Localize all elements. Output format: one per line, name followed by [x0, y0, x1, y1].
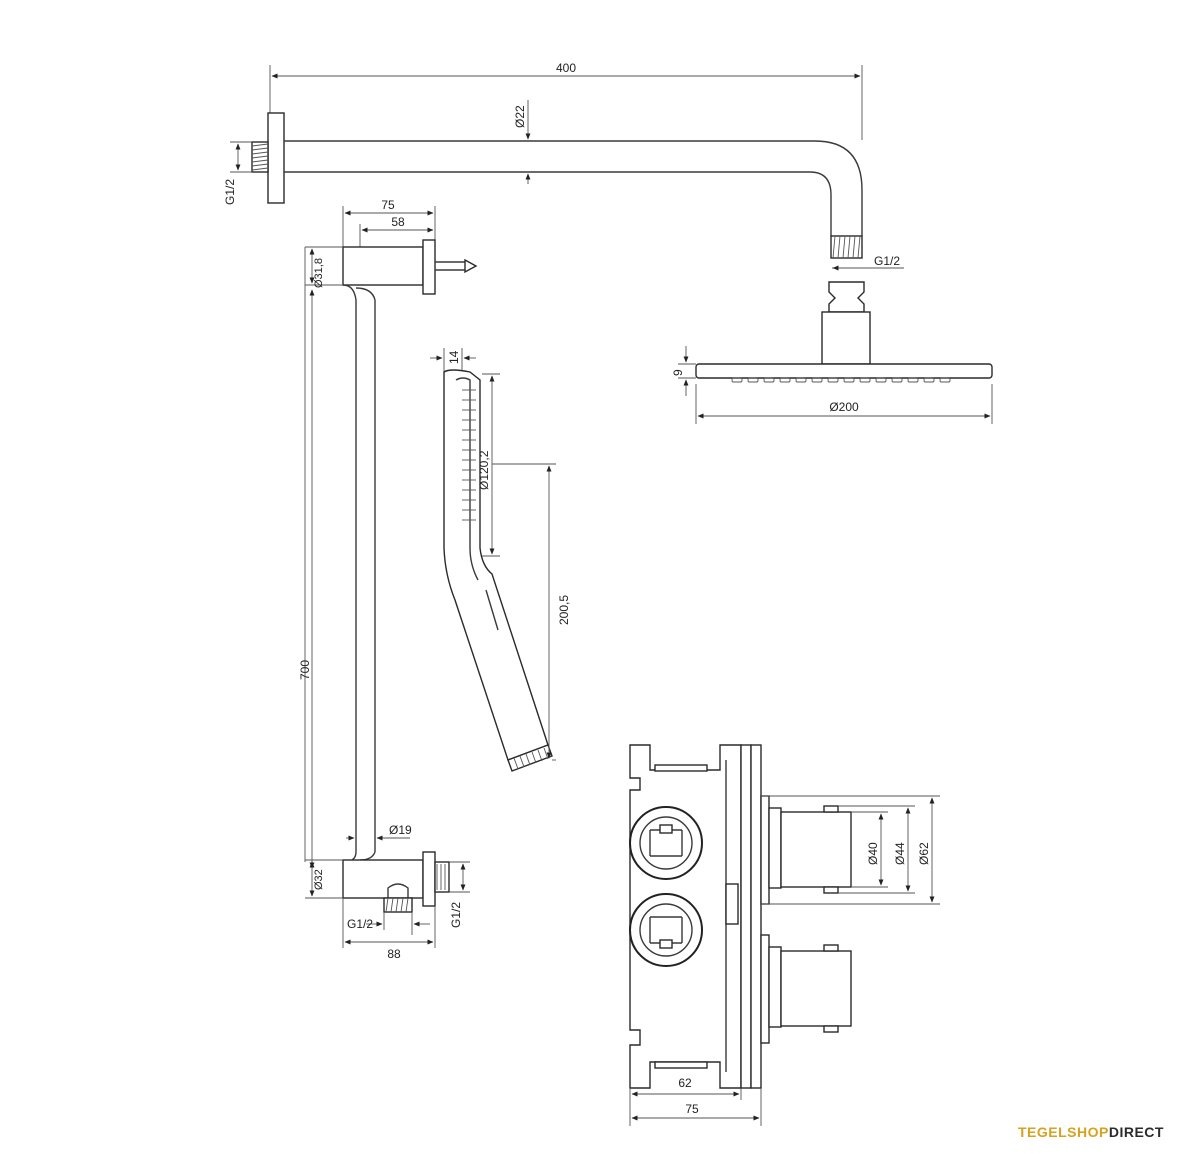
hand-shower-thread [507, 744, 553, 772]
dim-wall-thread: G1/2 [223, 179, 237, 205]
dim-bar-bottom-diameter: Ø32 [313, 869, 325, 890]
dim-head-diameter: Ø200 [829, 400, 859, 414]
valve-cover-plate [750, 744, 762, 1089]
dim-arm-length: 400 [556, 61, 576, 75]
dim-hand-14: 14 [447, 350, 461, 364]
dim-valve-62: 62 [678, 1076, 692, 1090]
dim-arm-diameter: Ø22 [513, 105, 527, 128]
shower-head-nozzles [731, 377, 951, 383]
valve-box-bottom-tab [654, 1061, 708, 1069]
valve-wall-plate [740, 744, 752, 1089]
upper-knob [780, 811, 852, 888]
valve-box-top-tab [654, 764, 708, 772]
dim-head-thread: G1/2 [874, 254, 900, 268]
ball-joint [828, 281, 865, 313]
top-holder [342, 246, 424, 286]
dim-bar-tube-diameter: Ø31,8 [313, 258, 325, 288]
bar-left-edge [342, 284, 357, 863]
dim-valve-75: 75 [685, 1102, 699, 1116]
arm-pipe-bottom [284, 171, 832, 236]
dim-valve-d40: Ø40 [866, 842, 880, 865]
wall-flange [267, 112, 285, 204]
dim-bar-bottom-thread: G1/2 [347, 917, 373, 931]
head-neck [821, 311, 871, 365]
valve-box-outline [629, 744, 742, 1089]
wall-thread-hatch [251, 143, 269, 171]
brand-logo: TEGELSHOPDIRECT [1018, 1124, 1164, 1140]
dim-bar-length: 700 [298, 660, 312, 680]
valve-box-group: Ø40 Ø44 Ø62 62 75 [629, 744, 940, 1126]
lower-knob [780, 950, 852, 1027]
top-holder-flange [422, 239, 436, 295]
head-thread [830, 235, 863, 259]
arm-pipe-top [284, 140, 863, 236]
dim-holder-75: 75 [381, 198, 395, 212]
dim-hand-length: 200,5 [557, 595, 571, 625]
bottom-holder [342, 859, 424, 899]
dim-bar-diameter: Ø19 [389, 823, 412, 837]
dim-valve-d44: Ø44 [893, 842, 907, 865]
lower-outlet [629, 893, 703, 967]
dim-hand-diameter: Ø120,2 [477, 450, 491, 490]
hand-shower-body [443, 369, 549, 761]
upper-outlet [629, 806, 703, 880]
dim-holder-58: 58 [391, 215, 405, 229]
dim-bar-bottom-88: 88 [387, 947, 401, 961]
hand-shower-nozzles [462, 389, 476, 521]
dim-bar-side-thread: G1/2 [449, 902, 463, 928]
shower-arm-group: 400 G1/2 Ø22 G1/2 [223, 61, 993, 424]
shower-head [695, 363, 993, 379]
slide-bar-group: 75 58 Ø31,8 700 Ø19 [298, 198, 478, 961]
dim-head-height: 9 [671, 369, 685, 376]
dim-valve-d62: Ø62 [917, 842, 931, 865]
hand-shower-group: 14 Ø120,2 200,5 [430, 348, 571, 772]
bottom-holder-flange [422, 851, 436, 907]
